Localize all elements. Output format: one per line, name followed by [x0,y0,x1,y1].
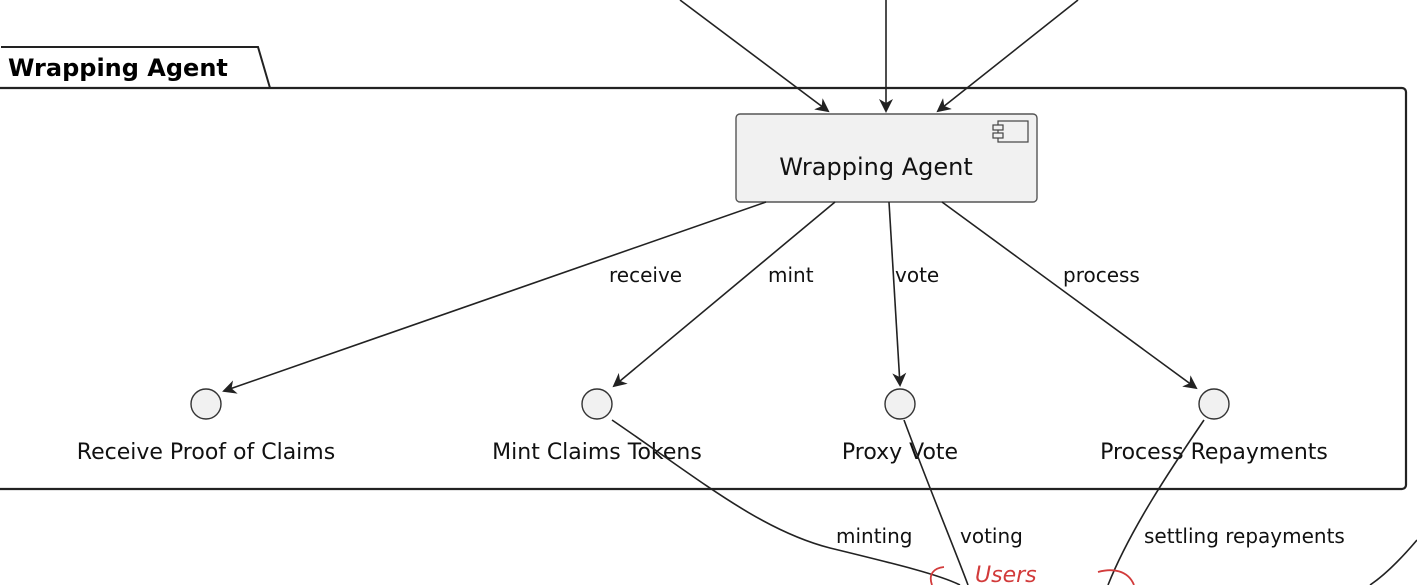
edge-receive [222,201,767,394]
interface-process-repayments[interactable]: Process Repayments [1100,388,1328,465]
edge-process [941,201,1198,390]
interface-circle [1198,388,1230,420]
interface-label: Process Repayments [1100,440,1328,465]
edge-label-receive: receive [609,263,682,287]
interface-circle [884,388,916,420]
edge-mint [612,201,836,388]
interface-proxy-vote[interactable]: Proxy Vote [842,388,958,465]
interface-label: Receive Proof of Claims [77,440,335,465]
edge-vote [888,201,907,387]
interface-mint-claims-tokens[interactable]: Mint Claims Tokens [492,388,702,465]
edges [222,201,1198,394]
incoming-edges [679,0,1079,113]
edge-label-minting: minting [836,524,912,548]
edge-label-vote: vote [895,263,939,287]
annotation-users-text: Users [975,563,1037,585]
incoming-edge-left [679,0,830,113]
interface-circle [190,388,222,420]
annotation-bracket [929,566,1135,585]
edge-minting [611,419,961,585]
incoming-edge-right [936,0,1079,113]
package-body [0,86,1408,491]
package-title: Wrapping Agent [8,54,228,82]
component-box [735,113,1038,203]
interface-label: Mint Claims Tokens [492,440,702,465]
edge-settling [1107,419,1205,585]
edge-label-voting: voting [960,524,1023,548]
interface-circle [581,388,613,420]
edge-label-mint: mint [768,263,814,287]
component-wrapping-agent[interactable]: Wrapping Agent [735,113,1038,203]
interface-label: Proxy Vote [842,440,958,465]
package-wrapping-agent[interactable]: Wrapping Agent [0,46,1408,491]
interface-receive-proof-of-claims[interactable]: Receive Proof of Claims [77,388,335,465]
handwritten-users-annotation: Users [929,563,1135,585]
component-icon [992,120,1029,143]
outgoing-edges [611,419,1417,585]
edge-voting [903,419,969,585]
edge-offscreen-right [1369,539,1417,585]
edge-label-process: process [1063,263,1140,287]
component-label: Wrapping Agent [779,153,972,181]
edge-label-settling: settling repayments [1144,524,1345,548]
